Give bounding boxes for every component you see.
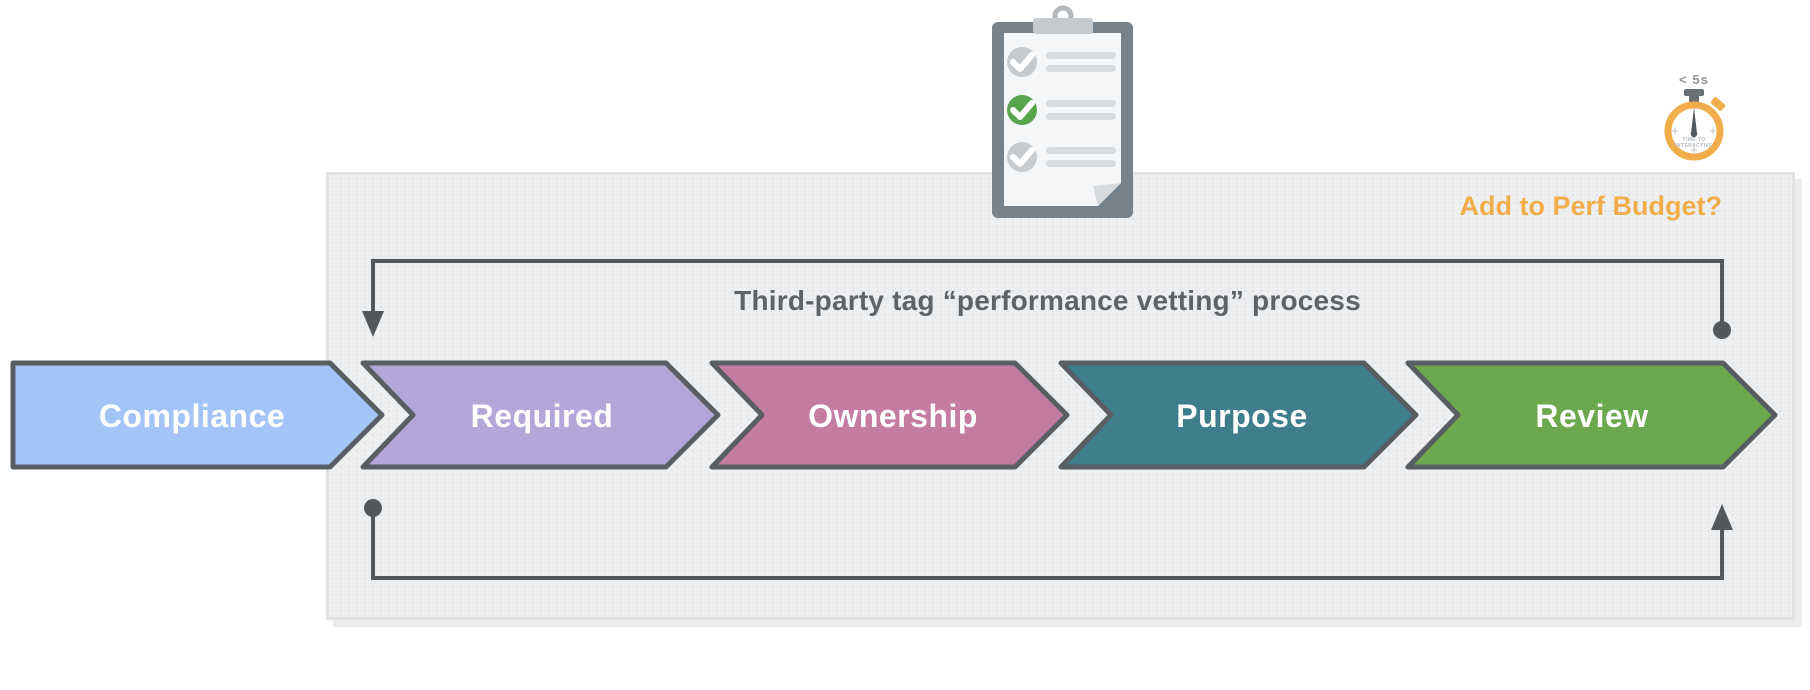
step-label: Review	[1535, 398, 1648, 434]
checkmark-icon	[1010, 100, 1035, 120]
paper-curl	[1093, 183, 1121, 206]
step-chevron-required: Required	[360, 360, 721, 470]
down-arrowhead-icon	[362, 311, 384, 337]
step-chevron-ownership: Ownership	[709, 360, 1070, 470]
bottom-loop-line	[371, 508, 1724, 580]
step-label: Purpose	[1176, 398, 1308, 434]
top-loop-connector	[362, 259, 1731, 339]
checklist-row-1	[1007, 47, 1116, 77]
step-label: Required	[471, 398, 614, 434]
stopwatch-side-button	[1710, 97, 1726, 111]
step-chevron-purpose: Purpose	[1058, 360, 1419, 470]
chevron-shape	[709, 360, 1070, 470]
stopwatch-face-label-line1: TIME TO	[1683, 137, 1706, 143]
timer-caption: < 5s	[1679, 72, 1709, 87]
chevron-shape	[1058, 360, 1419, 470]
step-label: Ownership	[808, 398, 978, 434]
list-line	[1046, 100, 1116, 107]
chevron-shape	[360, 360, 721, 470]
step-label: Compliance	[99, 398, 285, 434]
stopwatch-tick-marks	[1672, 128, 1716, 153]
chevron-shape	[10, 360, 385, 470]
checkmark-icon	[1010, 147, 1035, 167]
bottom-loop-connector	[364, 499, 1733, 580]
checklist-row-3	[1007, 142, 1116, 172]
clipboard-clip	[1033, 18, 1093, 34]
step-chevron-review: Review	[1405, 360, 1778, 470]
list-line	[1046, 65, 1116, 72]
stopwatch-crown-cap	[1684, 89, 1704, 96]
stopwatch-needle-hub	[1690, 130, 1698, 138]
top-loop-line	[371, 259, 1724, 322]
list-line	[1046, 52, 1116, 59]
chevron-shape	[1405, 360, 1778, 470]
clipboard-checklist-icon	[992, 5, 1133, 218]
checkmark-icon	[1010, 52, 1035, 72]
list-line	[1046, 113, 1116, 120]
stopwatch-needle	[1690, 107, 1698, 135]
list-line	[1046, 147, 1116, 154]
top-loop-dot-terminal	[1713, 321, 1731, 339]
stopwatch-icon: TIME TO INTERACTIVE	[1664, 89, 1726, 161]
diagram-title: Third-party tag “performance vetting” pr…	[734, 285, 1361, 316]
checklist-row-2	[1007, 95, 1116, 125]
perf-budget-prompt: Add to Perf Budget?	[1459, 191, 1722, 221]
list-line	[1046, 160, 1116, 167]
stopwatch-stem	[1689, 95, 1699, 107]
step-chevron-compliance: Compliance	[10, 360, 385, 470]
up-arrowhead-icon	[1711, 504, 1733, 530]
stopwatch-face-label-line2: INTERACTIVE	[1675, 143, 1713, 149]
